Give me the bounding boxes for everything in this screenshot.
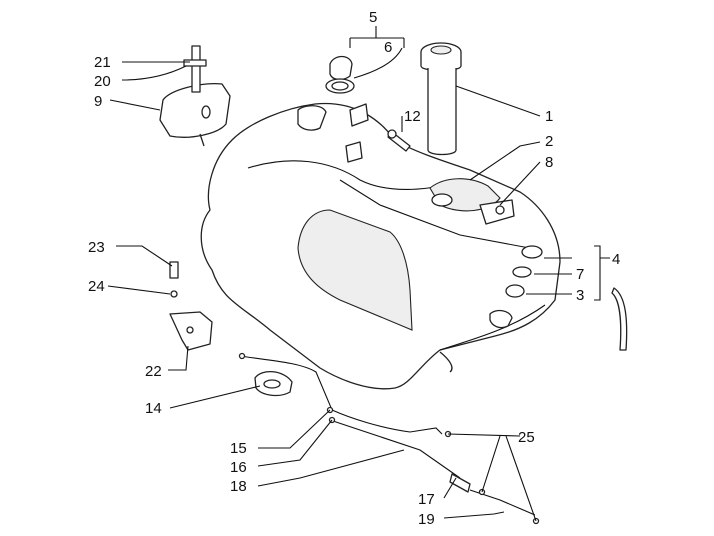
expansion-reservoir: [159, 45, 231, 147]
callout-14: 14: [145, 400, 162, 417]
callout-3: 3: [576, 287, 584, 304]
fuel-cap: [325, 55, 355, 94]
bracket: [479, 199, 515, 225]
callout-4: 4: [612, 251, 620, 268]
callout-1: 1: [545, 108, 553, 125]
callout-7: 7: [576, 266, 584, 283]
callout-15: 15: [230, 440, 247, 457]
callout-8: 8: [545, 154, 553, 171]
grommets: [505, 245, 543, 298]
filler-neck: [420, 42, 462, 156]
callout-16: 16: [230, 459, 247, 476]
callout-23: 23: [88, 239, 105, 256]
callout-19: 19: [418, 511, 435, 528]
callout-9: 9: [94, 93, 102, 110]
callout-25: 25: [518, 429, 535, 446]
callout-5: 5: [369, 9, 377, 26]
callout-numbers: 5 6 1 12 2 8 4 7 3 21 20 9 23 24 22 14 1…: [88, 9, 620, 528]
callout-21: 21: [94, 54, 111, 71]
callout-12: 12: [404, 108, 421, 125]
sensor-assembly: [169, 261, 213, 351]
callout-18: 18: [230, 478, 247, 495]
leader-lines: [107, 26, 610, 522]
callout-2: 2: [545, 133, 553, 150]
callout-20: 20: [94, 73, 111, 90]
callout-22: 22: [145, 363, 162, 380]
callout-17: 17: [418, 491, 435, 508]
fuel-tank: [200, 102, 561, 390]
vent-hose: [611, 287, 628, 351]
callout-6: 6: [384, 39, 392, 56]
gauge-cover: [254, 371, 293, 397]
callout-24: 24: [88, 278, 105, 295]
bolt: [387, 129, 411, 152]
